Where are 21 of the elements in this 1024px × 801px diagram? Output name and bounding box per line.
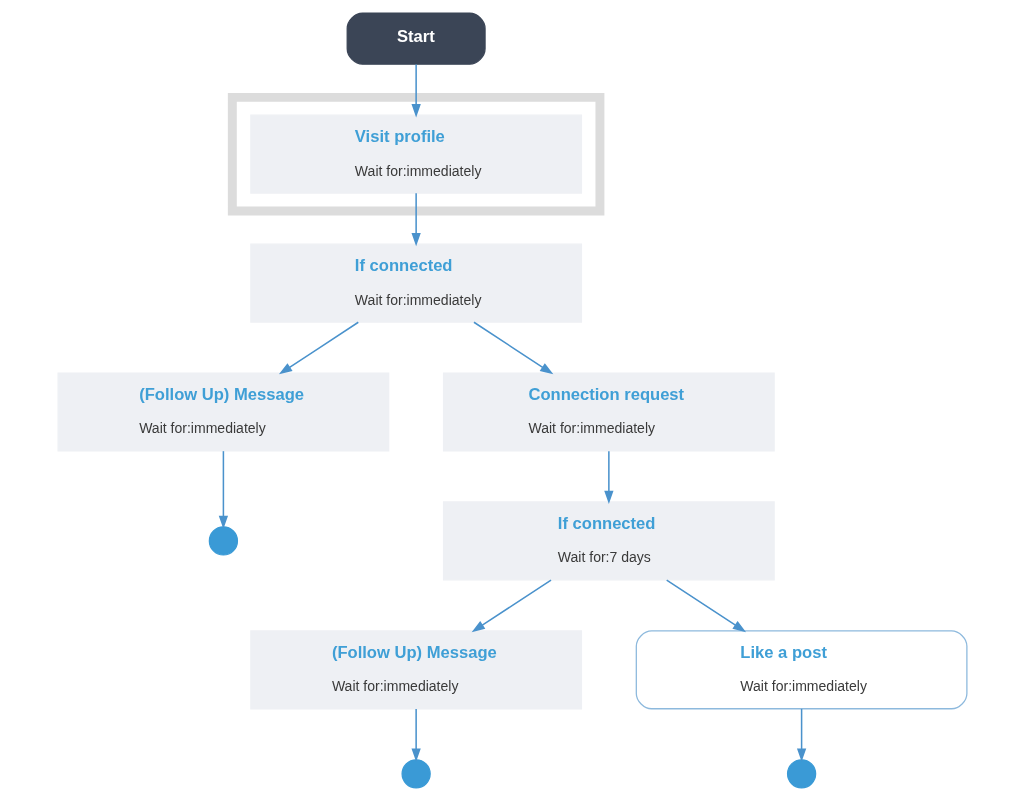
arrow xyxy=(218,450,228,529)
arrow xyxy=(665,579,746,633)
arrow xyxy=(278,321,359,375)
arrow xyxy=(472,321,553,375)
node-circle xyxy=(786,759,816,789)
arrow xyxy=(471,579,552,633)
node-circle xyxy=(208,526,238,556)
node-box: If connected Wait for:7 days xyxy=(442,501,775,581)
arrow xyxy=(411,63,421,118)
node-box: Visit profile Wait for:immediately xyxy=(249,114,582,194)
node-box: (Follow Up) Message Wait for:immediately xyxy=(56,372,389,452)
arrow xyxy=(796,708,806,762)
node-box: Connection request Wait for:immediately xyxy=(442,372,775,452)
arrow xyxy=(411,708,421,762)
node-box: If connected Wait for:immediately xyxy=(249,243,582,323)
arrow xyxy=(411,192,421,247)
node-circle xyxy=(400,759,431,789)
node-box: Start xyxy=(346,12,486,65)
node-box: Like a post Wait for:immediately xyxy=(635,630,968,710)
arrow xyxy=(603,450,613,505)
node-box: (Follow Up) Message Wait for:immediately xyxy=(249,630,582,710)
